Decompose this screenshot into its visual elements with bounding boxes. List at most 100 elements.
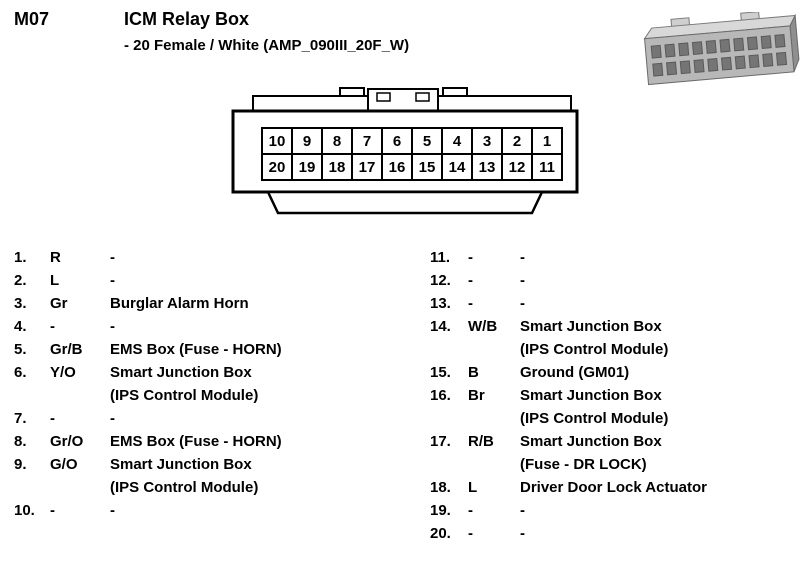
- connector-pin-cell: 14: [443, 155, 471, 179]
- pin-row: 4. - -: [14, 315, 416, 338]
- pin-description: -: [110, 269, 416, 292]
- pin-description-line: -: [110, 249, 115, 266]
- pin-description-line: Smart Junction Box: [110, 364, 252, 381]
- pin-wire-color: Y/O: [50, 364, 76, 381]
- pin-wire-color: R/B: [468, 433, 494, 450]
- pin-number: 5.: [14, 341, 27, 358]
- pin-number: 13.: [430, 295, 451, 312]
- connector-pin-cell: 4: [443, 129, 471, 153]
- connector-pin-cell: 15: [413, 155, 441, 179]
- pin-number: 3.: [14, 295, 27, 312]
- pin-row: 12.--: [430, 269, 800, 292]
- pin-number: 16.: [430, 387, 451, 404]
- pin-row: 1. R -: [14, 246, 416, 269]
- pin-description-line: -: [520, 525, 525, 542]
- page-title: ICM Relay Box: [124, 9, 250, 29]
- connector-pin-cell: 2: [503, 129, 531, 153]
- pin-description: -: [520, 292, 800, 315]
- pin-wire-color: L: [50, 272, 60, 289]
- connector-photo-graphic: [643, 11, 800, 86]
- pin-description: -: [110, 499, 416, 522]
- pin-description: -: [110, 315, 416, 338]
- pin-description: -: [520, 499, 800, 522]
- pin-description: -: [520, 522, 800, 545]
- pin-description-line: -: [520, 249, 525, 266]
- pin-description-line: -: [520, 295, 525, 312]
- pin-number: 10.: [14, 502, 35, 519]
- connector-code: M07: [14, 9, 50, 29]
- pin-number: 2.: [14, 272, 27, 289]
- pin-description-line: Driver Door Lock Actuator: [520, 479, 707, 496]
- pin-description-line: EMS Box (Fuse - HORN): [110, 433, 282, 450]
- pin-number: 20.: [430, 525, 451, 542]
- pin-number: 17.: [430, 433, 451, 450]
- pin-row: 2. L -: [14, 269, 416, 292]
- pin-description-line: -: [110, 272, 115, 289]
- pin-description: -: [110, 407, 416, 430]
- pin-row: 19.--: [430, 499, 800, 522]
- pin-wire-color: -: [468, 295, 473, 312]
- connector-pin-cell: 7: [353, 129, 381, 153]
- pin-description-line: -: [110, 318, 115, 335]
- pin-number: 4.: [14, 318, 27, 335]
- pin-wire-color: Br: [468, 387, 485, 404]
- pin-description: Smart Junction Box(IPS Control Module): [520, 315, 800, 361]
- connector-pin-cell: 17: [353, 155, 381, 179]
- pin-wire-color: -: [50, 410, 55, 427]
- pin-description-line: Burglar Alarm Horn: [110, 295, 249, 312]
- connector-pin-cell: 18: [323, 155, 351, 179]
- pin-number: 19.: [430, 502, 451, 519]
- pin-description: -: [110, 246, 416, 269]
- pin-description: EMS Box (Fuse - HORN): [110, 338, 416, 361]
- pin-row: 7. - -: [14, 407, 416, 430]
- pin-number: 15.: [430, 364, 451, 381]
- connector-pin-cell: 19: [293, 155, 321, 179]
- pin-description: Driver Door Lock Actuator: [520, 476, 800, 499]
- pin-row: 14. W/B Smart Junction Box(IPS Control Mod…: [430, 315, 800, 361]
- connector-pin-cell: 5: [413, 129, 441, 153]
- connector-pin-cell: 3: [473, 129, 501, 153]
- pin-wire-color: W/B: [468, 318, 498, 335]
- pin-wire-color: -: [50, 502, 55, 519]
- pin-description-line: -: [110, 502, 115, 519]
- pin-row: 13.--: [430, 292, 800, 315]
- pin-row: 10.--: [14, 499, 416, 522]
- pin-description: -: [520, 246, 800, 269]
- pin-number: 1.: [14, 249, 27, 266]
- pin-wire-color: B: [468, 364, 479, 381]
- pin-wire-color: -: [50, 318, 55, 335]
- connector-pin-cell: 13: [473, 155, 501, 179]
- pin-wire-color: G/O: [50, 456, 78, 473]
- pin-wire-color: Gr: [50, 295, 68, 312]
- pin-number: 14.: [430, 318, 451, 335]
- pin-description-line: (IPS Control Module): [520, 410, 669, 427]
- pin-description-line: (IPS Control Module): [520, 341, 669, 358]
- pin-description: -: [520, 269, 800, 292]
- pin-row: 9. G/O Smart Junction Box(IPS Control Modu…: [14, 453, 416, 499]
- pin-description: Smart Junction Box(IPS Control Module): [110, 453, 416, 499]
- connector-pin-cell: 12: [503, 155, 531, 179]
- pin-description-line: -: [520, 502, 525, 519]
- pin-description: Burglar Alarm Horn: [110, 292, 416, 315]
- pin-number: 7.: [14, 410, 27, 427]
- connector-pin-cell: 10: [263, 129, 291, 153]
- pin-description-line: (IPS Control Module): [110, 479, 259, 496]
- pin-number: 9.: [14, 456, 27, 473]
- pin-row: 11.--: [430, 246, 800, 269]
- pin-wire-color: Gr/O: [50, 433, 84, 450]
- connector-pin-cell: 1: [533, 129, 561, 153]
- pin-number: 12.: [430, 272, 451, 289]
- pin-wire-color: R: [50, 249, 61, 266]
- connector-pin-cell: 8: [323, 129, 351, 153]
- connector-spec: - 20 Female / White (AMP_090III_20F_W): [124, 37, 410, 54]
- pin-number: 6.: [14, 364, 27, 381]
